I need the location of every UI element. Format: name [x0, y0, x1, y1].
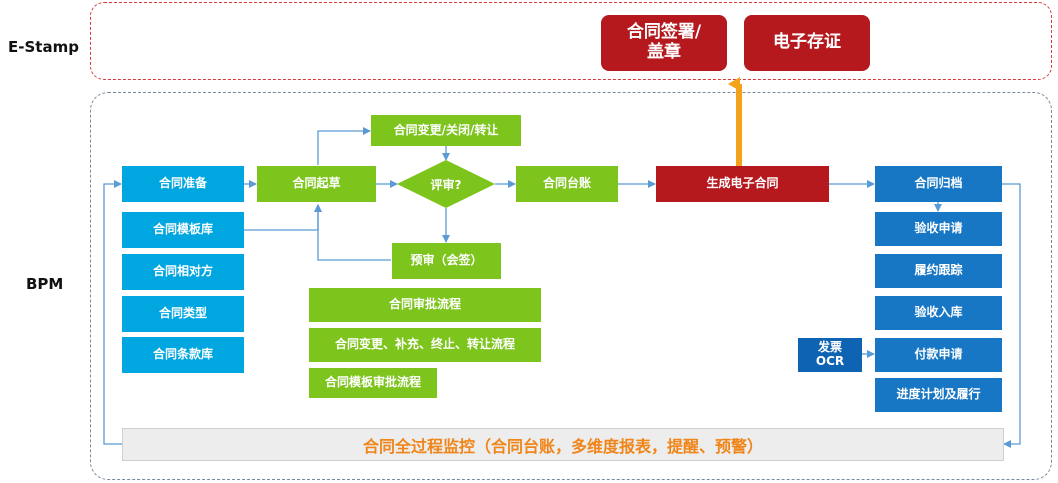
e-evidence-box[interactable]: 电子存证	[744, 15, 870, 71]
estamp-zone	[90, 2, 1052, 80]
lane-label-estamp: E-Stamp	[8, 38, 79, 56]
bpm-zone	[90, 92, 1052, 480]
approval-process-box[interactable]: 合同审批流程	[309, 288, 541, 322]
review-label[interactable]: 评审?	[430, 177, 462, 192]
template-approval-process-box[interactable]: 合同模板审批流程	[309, 368, 437, 398]
performance-tracking-box[interactable]: 履约跟踪	[875, 254, 1002, 288]
draft-box[interactable]: 合同起草	[257, 166, 376, 202]
template-library-box[interactable]: 合同模板库	[122, 212, 244, 248]
payment-request-box[interactable]: 付款申请	[875, 338, 1002, 372]
prepare-box[interactable]: 合同准备	[122, 166, 244, 202]
prereview-box[interactable]: 预审（会签）	[392, 243, 501, 279]
acceptance-request-box[interactable]: 验收申请	[875, 212, 1002, 246]
acceptance-storage-box[interactable]: 验收入库	[875, 296, 1002, 330]
counterparty-box[interactable]: 合同相对方	[122, 254, 244, 290]
change-close-transfer-box[interactable]: 合同变更/关闭/转让	[371, 115, 521, 146]
clause-library-box[interactable]: 合同条款库	[122, 337, 244, 373]
generate-e-contract-box[interactable]: 生成电子合同	[656, 166, 829, 202]
lane-label-bpm: BPM	[26, 275, 64, 293]
sign-seal-box[interactable]: 合同签署/ 盖章	[601, 15, 727, 71]
lifecycle-monitor-bar[interactable]: 合同全过程监控（合同台账，多维度报表，提醒、预警）	[122, 428, 1004, 461]
contract-type-box[interactable]: 合同类型	[122, 296, 244, 332]
schedule-fulfillment-box[interactable]: 进度计划及履行	[875, 378, 1002, 412]
ledger-box[interactable]: 合同台账	[516, 166, 618, 202]
change-process-box[interactable]: 合同变更、补充、终止、转让流程	[309, 328, 541, 362]
invoice-ocr-box[interactable]: 发票 OCR	[798, 338, 862, 372]
archive-box[interactable]: 合同归档	[875, 166, 1002, 202]
